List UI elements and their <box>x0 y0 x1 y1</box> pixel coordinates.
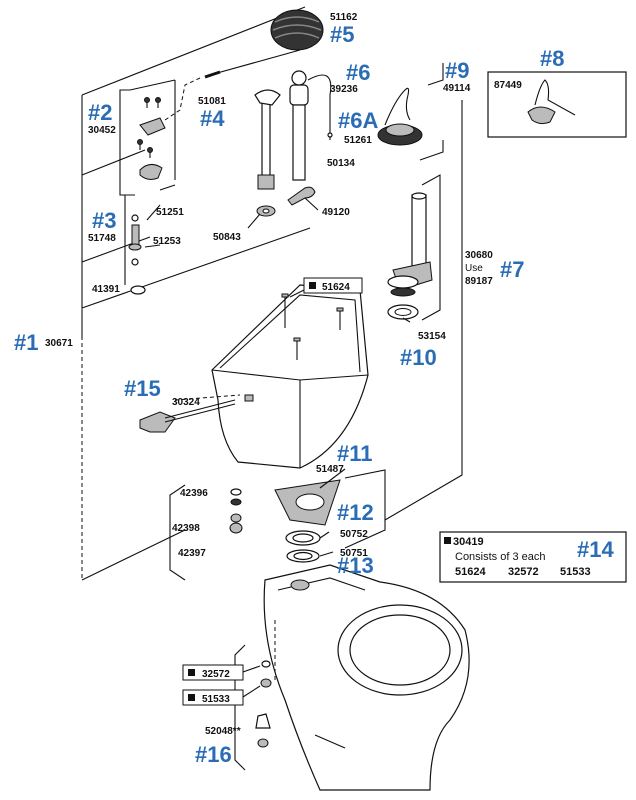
label-87449: 87449 <box>494 80 522 91</box>
label-51162: 51162 <box>330 12 358 23</box>
trip-lever-handle-icon <box>139 394 241 433</box>
callout-7: #7 <box>500 257 524 282</box>
kit-id: 30419 <box>453 536 484 548</box>
boxed-51624: 51624 <box>303 277 363 294</box>
callout-2: #2 <box>88 100 112 125</box>
callout-14: #14 <box>577 537 614 562</box>
callout-8: #8 <box>540 46 564 71</box>
tank-icon <box>211 284 369 469</box>
label-53154: 53154 <box>418 331 446 342</box>
bracket-11-13 <box>344 469 386 549</box>
label-50751: 50751 <box>340 548 368 559</box>
bracket-washers <box>169 484 186 581</box>
callout-12: #12 <box>337 500 374 525</box>
trip-lever-parts-icon <box>137 97 166 180</box>
label-39236: 39236 <box>330 84 358 95</box>
kit-item-1: 51624 <box>455 566 486 578</box>
label-50843: 50843 <box>213 232 241 243</box>
label-use: Use <box>465 263 483 274</box>
label-42396: 42396 <box>180 488 208 499</box>
bracket-2 <box>119 79 176 196</box>
label-30680: 30680 <box>465 250 493 261</box>
callout-1: #1 <box>14 330 38 355</box>
bowl-icon <box>263 564 470 791</box>
callout-9: #9 <box>445 58 469 83</box>
label-30452: 30452 <box>88 125 116 136</box>
svg-text:51624: 51624 <box>322 282 350 293</box>
gasket-53154-icon <box>387 304 419 320</box>
svg-text:51533: 51533 <box>202 694 230 705</box>
label-51748: 51748 <box>88 233 116 244</box>
label-42398: 42398 <box>172 523 200 534</box>
callout-3: #3 <box>92 208 116 233</box>
float-rod-icon <box>164 77 201 121</box>
kit-item-3: 51533 <box>560 566 591 578</box>
float-ball-icon <box>204 9 324 79</box>
label-49120: 49120 <box>322 207 350 218</box>
flush-valve-icon <box>387 192 433 297</box>
label-42397: 42397 <box>178 548 206 559</box>
label-51251: 51251 <box>156 207 184 218</box>
kit-item-2: 32572 <box>508 566 539 578</box>
bracket-16 <box>234 644 246 771</box>
label-41391: 41391 <box>92 284 120 295</box>
spud-rings-icon <box>285 530 321 563</box>
label-50134: 50134 <box>327 158 355 169</box>
label-89187: 89187 <box>465 276 493 287</box>
callout-15: #15 <box>124 376 161 401</box>
label-30324: 30324 <box>172 397 200 408</box>
callout-13: #13 <box>337 553 374 578</box>
flapper-icon <box>377 87 423 146</box>
label-49114: 49114 <box>443 83 471 94</box>
label-51261: 51261 <box>344 135 372 146</box>
label-51081: 51081 <box>198 96 226 107</box>
boxed-32572: 32572 <box>182 664 261 681</box>
ring-41391-icon <box>130 285 146 295</box>
frame-7 <box>384 100 463 521</box>
label-51487: 51487 <box>316 464 344 475</box>
boxed-51533: 51533 <box>182 685 261 706</box>
callout-4: #4 <box>200 106 225 131</box>
tank-gasket-51487-icon <box>274 479 341 526</box>
assembly-frame-1 <box>81 6 311 581</box>
callout-numbers: #1 #2 #3 #4 #5 #6 #6A #7 #8 #9 #10 #11 #… <box>14 22 614 767</box>
label-50752: 50752 <box>340 529 368 540</box>
valve-stem-parts-icon <box>128 214 142 266</box>
label-51253: 51253 <box>153 236 181 247</box>
bolt-caps-icon <box>255 660 272 748</box>
callout-5: #5 <box>330 22 354 47</box>
label-30671: 30671 <box>45 338 73 349</box>
callout-6a: #6A <box>338 108 378 133</box>
kit-box-14: 30419 Consists of 3 each 51624 32572 515… <box>439 531 627 583</box>
callout-10: #10 <box>400 345 437 370</box>
fill-valve-icon <box>254 70 333 217</box>
tank-washers-icon <box>229 488 243 534</box>
callout-6: #6 <box>346 60 370 85</box>
part-box-8 <box>487 71 627 138</box>
bracket-9 <box>419 63 444 161</box>
part-number-labels: 51162 51081 39236 51261 50134 49120 5084… <box>45 12 522 737</box>
callout-16: #16 <box>195 742 232 767</box>
label-52048: 52048** <box>205 726 241 737</box>
svg-text:32572: 32572 <box>202 669 230 680</box>
kit-description: Consists of 3 each <box>455 551 546 563</box>
callout-11: #11 <box>337 441 373 466</box>
